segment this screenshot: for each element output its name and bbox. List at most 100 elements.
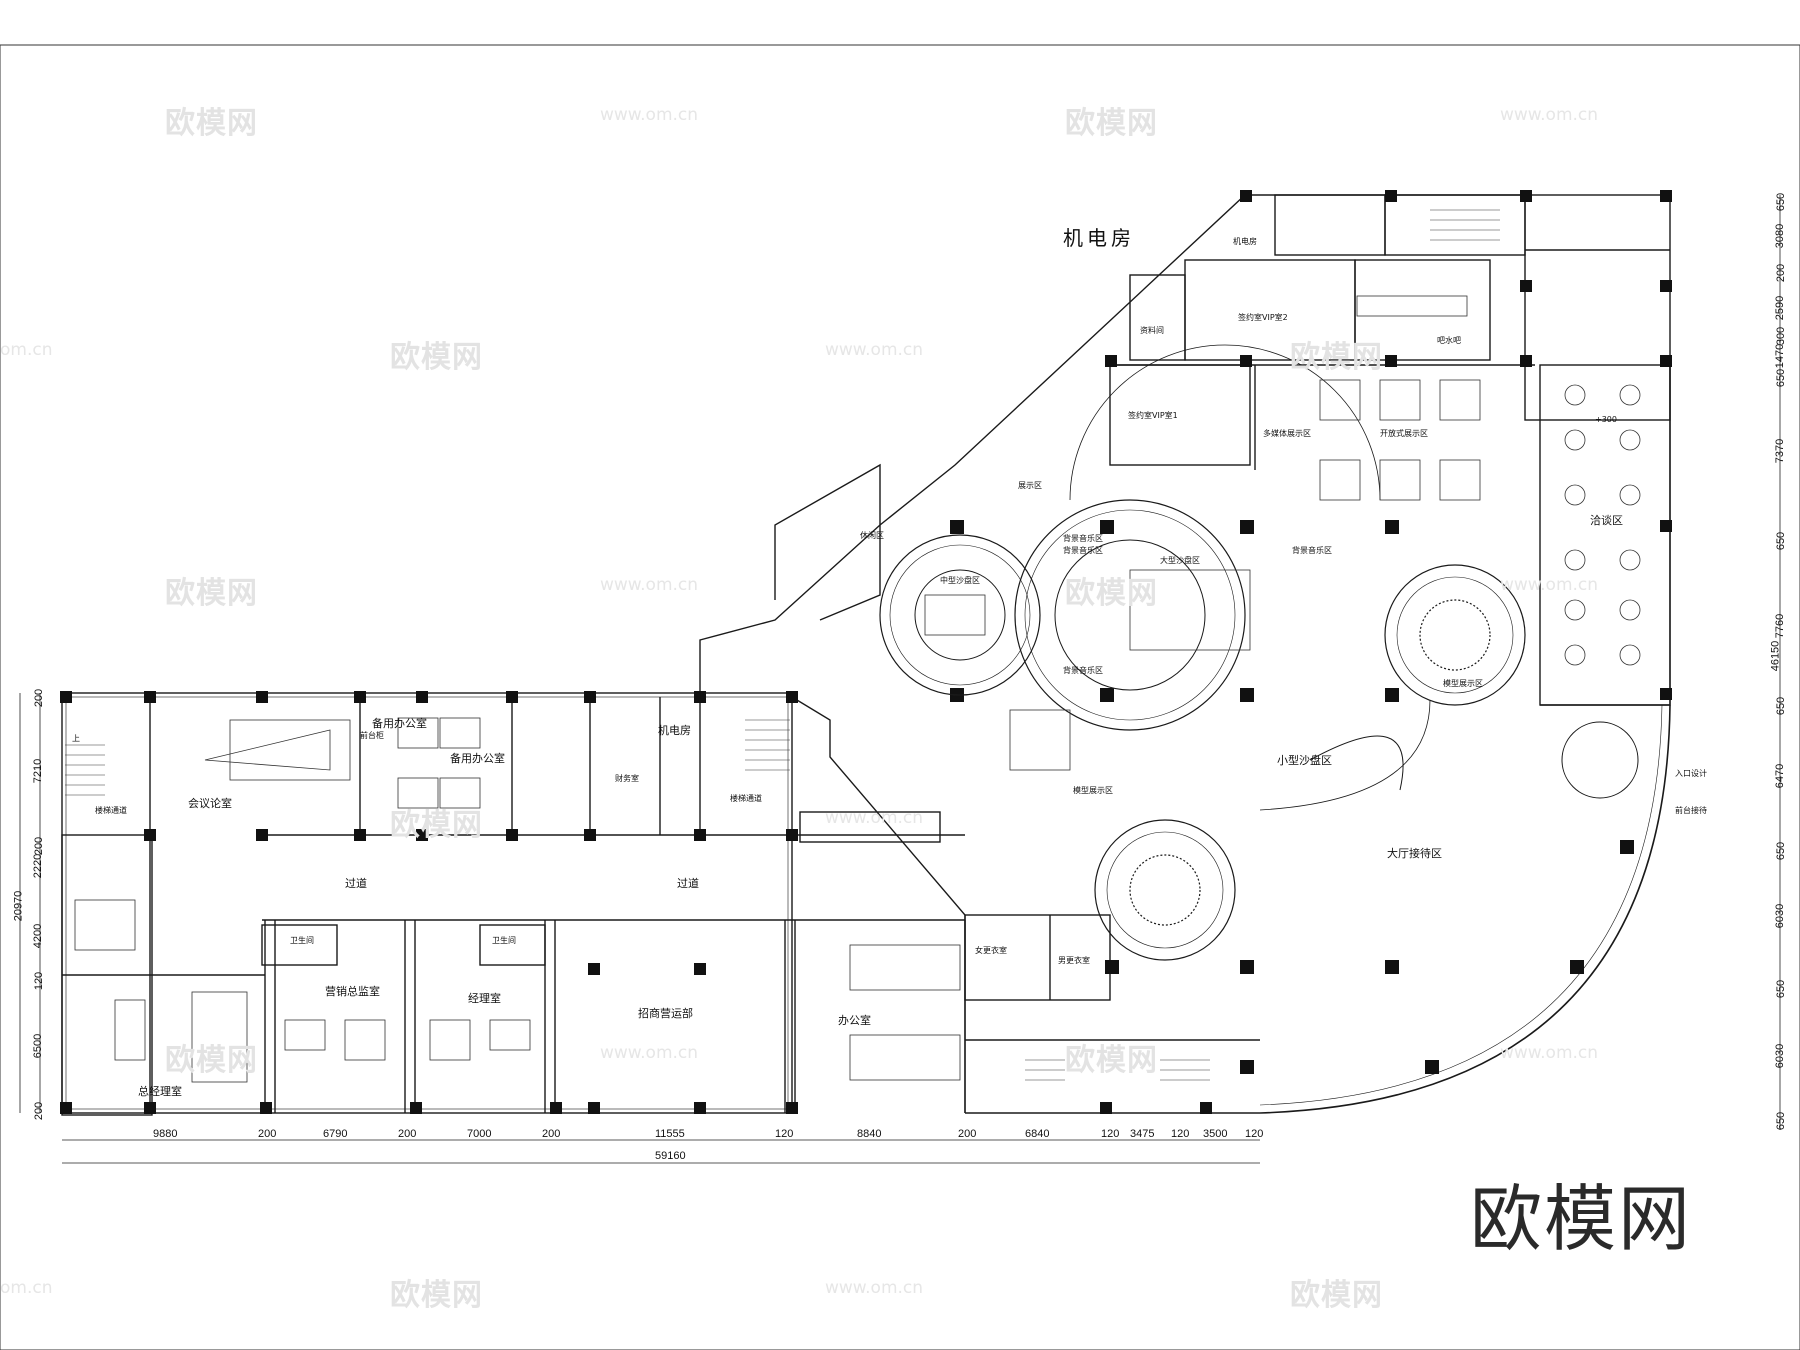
room-label-conference: 会议论室 <box>188 797 232 810</box>
dim-bottom: 3500 <box>1203 1128 1228 1140</box>
dim-right: 7760 <box>1774 613 1787 639</box>
room-label-data-room: 资料间 <box>1140 326 1164 335</box>
room-label-mech-callout: 机电房 <box>1063 226 1135 250</box>
room-label-manager: 经理室 <box>468 992 501 1005</box>
watermark-url: www.om.cn <box>825 808 924 828</box>
room-label-standby-office-1: 备用办公室 <box>372 717 427 730</box>
dim-right: 650 <box>1775 696 1788 716</box>
room-label-stair-left: 楼梯通道 <box>95 806 127 815</box>
watermark-url: www.om.cn <box>1500 105 1599 125</box>
dim-bottom: 3475 <box>1130 1128 1155 1140</box>
watermark-logo: 欧模网 <box>165 106 258 141</box>
room-label-restroom-2: 卫生间 <box>492 936 516 945</box>
room-label-hall-reception: 大厅接待区 <box>1387 847 1442 860</box>
structural-columns <box>60 190 1672 1114</box>
dim-right: 300 <box>1775 326 1788 346</box>
dim-right: 2590 <box>1774 295 1787 321</box>
dim-bottom: 9880 <box>153 1128 178 1140</box>
room-label-standby-office-2: 备用办公室 <box>450 752 505 765</box>
label-entrance-b: 前台接待 <box>1675 806 1707 815</box>
sandtable-circles <box>879 344 1639 961</box>
dim-bottom: 200 <box>542 1128 561 1140</box>
watermark-url: om.cn <box>0 340 53 360</box>
dim-right: 200 <box>1775 263 1788 283</box>
watermark-url: om.cn <box>0 1278 53 1298</box>
building-walls <box>61 194 1671 1116</box>
room-label-music-c: 背景音乐区 <box>1292 546 1332 555</box>
dim-left-total: 20970 <box>12 890 25 922</box>
watermark-url: www.om.cn <box>1500 575 1599 595</box>
watermark-logo: 欧模网 <box>390 340 483 375</box>
room-label-female-locker: 女更衣室 <box>975 946 1007 955</box>
room-label-large-sandtable: 大型沙盘区 <box>1160 556 1200 565</box>
dim-right: 3080 <box>1774 223 1787 249</box>
dim-right: 1470 <box>1774 343 1787 369</box>
dim-bottom: 200 <box>398 1128 417 1140</box>
room-label-open-display: 开放式展示区 <box>1380 429 1428 438</box>
dim-bottom: 8840 <box>857 1128 882 1140</box>
dim-bottom: 120 <box>775 1128 794 1140</box>
dim-left: 200 <box>33 1101 46 1121</box>
dim-right: 650 <box>1775 1111 1788 1131</box>
label-reception-desk: 前台柜 <box>360 731 384 740</box>
watermark-logo: 欧模网 <box>165 1043 258 1078</box>
dim-right: 650 <box>1775 192 1788 212</box>
label-stair-up: 上 <box>72 734 80 743</box>
watermark-url: www.om.cn <box>600 575 699 595</box>
dim-right: 650 <box>1775 368 1788 388</box>
watermark-url: www.om.cn <box>825 1278 924 1298</box>
watermark-url: www.om.cn <box>1500 1043 1599 1063</box>
watermark-logo: 欧模网 <box>1065 106 1158 141</box>
dim-left: 200 <box>33 836 46 856</box>
room-label-medium-sandtable: 中型沙盘区 <box>940 576 980 585</box>
room-label-office: 办公室 <box>838 1014 871 1027</box>
drawing-frame <box>0 44 1800 1350</box>
watermark-logo: 欧模网 <box>1065 1043 1158 1078</box>
watermark-logo: 欧模网 <box>165 576 258 611</box>
room-label-finance: 财务室 <box>615 774 639 783</box>
watermark-logo: 欧模网 <box>390 808 483 843</box>
room-label-negotiation: 洽谈区 <box>1590 514 1623 527</box>
label-entrance-a: 入口设计 <box>1675 769 1707 778</box>
room-label-corridor-right: 过道 <box>677 877 699 890</box>
dim-bottom: 120 <box>1101 1128 1120 1140</box>
dim-left: 4200 <box>32 923 45 949</box>
room-label-model-b: 模型展示区 <box>1443 679 1483 688</box>
room-label-music-a: 背景音乐区 <box>1063 534 1103 543</box>
room-label-exhibition: 展示区 <box>1018 481 1042 490</box>
dim-bottom: 200 <box>958 1128 977 1140</box>
dim-right: 6470 <box>1774 763 1787 789</box>
watermark-logo: 欧模网 <box>1290 340 1383 375</box>
dim-bottom: 120 <box>1171 1128 1190 1140</box>
label-level-mark: +300 <box>1595 415 1617 424</box>
room-label-vip-2: 签约室VIP室2 <box>1238 313 1288 322</box>
dim-bottom: 6840 <box>1025 1128 1050 1140</box>
room-label-music-b: 背景音乐区 <box>1063 546 1103 555</box>
watermark-url: www.om.cn <box>600 105 699 125</box>
dim-right: 7370 <box>1774 438 1787 464</box>
watermark-logo: 欧模网 <box>390 1278 483 1313</box>
dim-total-width: 59160 <box>655 1150 686 1162</box>
dim-left: 2220 <box>32 853 45 879</box>
room-label-multimedia: 多媒体展示区 <box>1263 429 1311 438</box>
room-label-sales-director: 营销总监室 <box>325 985 380 998</box>
room-label-stair-mid: 楼梯通道 <box>730 794 762 803</box>
room-label-music-d: 背景音乐区 <box>1063 666 1103 675</box>
corner-brand-logo: 欧模网 <box>1470 1177 1693 1261</box>
room-label-mech-small: 机电房 <box>1233 237 1257 246</box>
dim-bottom: 6790 <box>323 1128 348 1140</box>
dim-bottom: 200 <box>258 1128 277 1140</box>
dim-total-height: 46150 <box>1769 640 1782 672</box>
watermark-url: www.om.cn <box>600 1043 699 1063</box>
room-label-investment-dept: 招商营运部 <box>638 1007 693 1020</box>
room-label-leisure: 休闲区 <box>860 531 884 540</box>
room-label-vip-1: 签约室VIP室1 <box>1128 411 1178 420</box>
dim-right: 650 <box>1775 531 1788 551</box>
dim-bottom: 120 <box>1245 1128 1264 1140</box>
room-label-bar: 吧水吧 <box>1437 336 1461 345</box>
dim-right: 6030 <box>1774 1043 1787 1069</box>
watermark-url: www.om.cn <box>825 340 924 360</box>
room-label-corridor-left: 过道 <box>345 877 367 890</box>
watermark-logo: 欧模网 <box>1065 576 1158 611</box>
